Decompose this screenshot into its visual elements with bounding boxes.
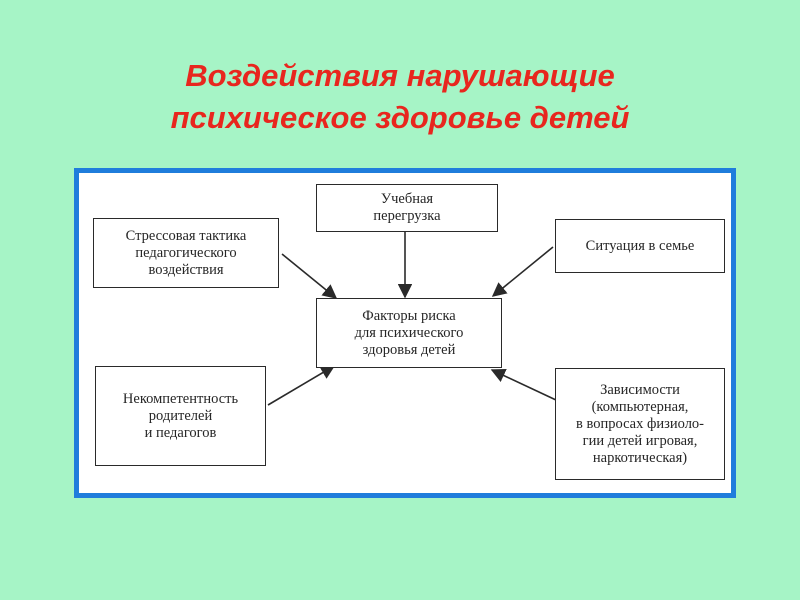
slide-title-line-1: Воздействия нарушающие <box>185 58 615 93</box>
node-dependencies: Зависимости (компьютерная, в вопросах фи… <box>555 368 725 480</box>
node-study-overload: Учебная перегрузка <box>316 184 498 232</box>
node-family-situation: Ситуация в семье <box>555 219 725 273</box>
slide-title-line-2: психическое здоровье детей <box>170 100 630 135</box>
node-stress-tactics: Стрессовая тактика педагогического возде… <box>93 218 279 288</box>
node-incompetence: Некомпетентность родителей и педагогов <box>95 366 266 466</box>
node-center-risk-factors: Факторы риска для психического здоровья … <box>316 298 502 368</box>
